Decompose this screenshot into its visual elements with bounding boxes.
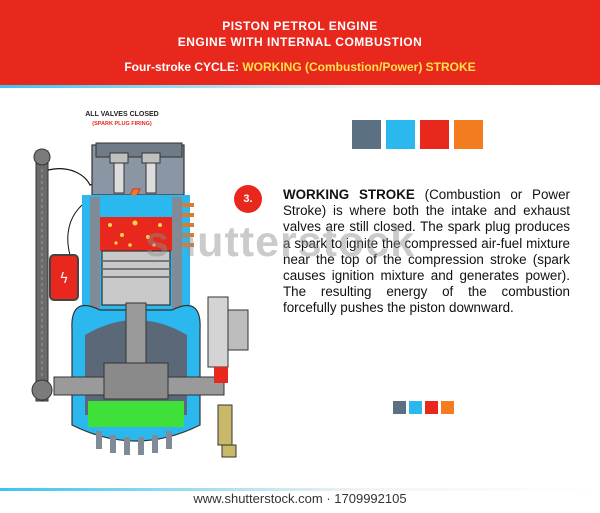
- cam-sprocket: [33, 148, 51, 166]
- engine-diagram: ϟ: [31, 142, 249, 458]
- cycle-stroke: WORKING (Combustion/Power) STROKE: [242, 60, 476, 74]
- title-line-1: PISTON PETROL ENGINE: [222, 19, 378, 33]
- oil-sump: [88, 401, 184, 427]
- stroke-heading: WORKING STROKE: [283, 187, 415, 202]
- palette-swatch-1: [352, 120, 381, 149]
- cylinder-wall-left: [90, 197, 100, 337]
- footer-divider: [0, 488, 600, 491]
- header-divider: [0, 85, 600, 88]
- palette-swatch-3: [420, 120, 449, 149]
- palette-small-2: [409, 401, 422, 414]
- sump-fins: [96, 431, 172, 455]
- step-number-badge: 3.: [234, 185, 262, 213]
- cylinder-wall-right: [172, 197, 182, 337]
- ignition-coil: [49, 254, 79, 301]
- svg-text:ϟ: ϟ: [59, 271, 68, 287]
- crank-sprocket: [31, 379, 53, 401]
- watermark: shutterstock: [145, 218, 416, 266]
- valves-label: ALL VALVES CLOSED: [85, 111, 159, 118]
- palette-small-1: [393, 401, 406, 414]
- output-shaft: [214, 367, 228, 383]
- valves-sublabel: (SPARK PLUG FIRING): [92, 121, 152, 127]
- cycle-subtitle: Four-stroke CYCLE: WORKING (Combustion/P…: [0, 60, 600, 74]
- cooling-fins: [182, 203, 194, 247]
- spark-wire: [47, 168, 126, 186]
- footer-text: www.shutterstock.com · 1709992105: [193, 491, 407, 506]
- palette-swatch-2: [386, 120, 415, 149]
- stroke-description: WORKING STROKE (Combustion or Power Stro…: [283, 187, 570, 317]
- valve-cover: [95, 142, 183, 158]
- palette-small-3: [425, 401, 438, 414]
- title-line-2: ENGINE WITH INTERNAL COMBUSTION: [177, 35, 423, 49]
- header-banner: PISTON PETROL ENGINE ENGINE WITH INTERNA…: [0, 0, 600, 85]
- stroke-text: (Combustion or Power Stroke) is where bo…: [283, 187, 570, 316]
- palette-small-4: [441, 401, 454, 414]
- cycle-prefix: Four-stroke CYCLE:: [124, 60, 243, 74]
- drive-pulley: [207, 296, 229, 368]
- palette-swatch-4: [454, 120, 483, 149]
